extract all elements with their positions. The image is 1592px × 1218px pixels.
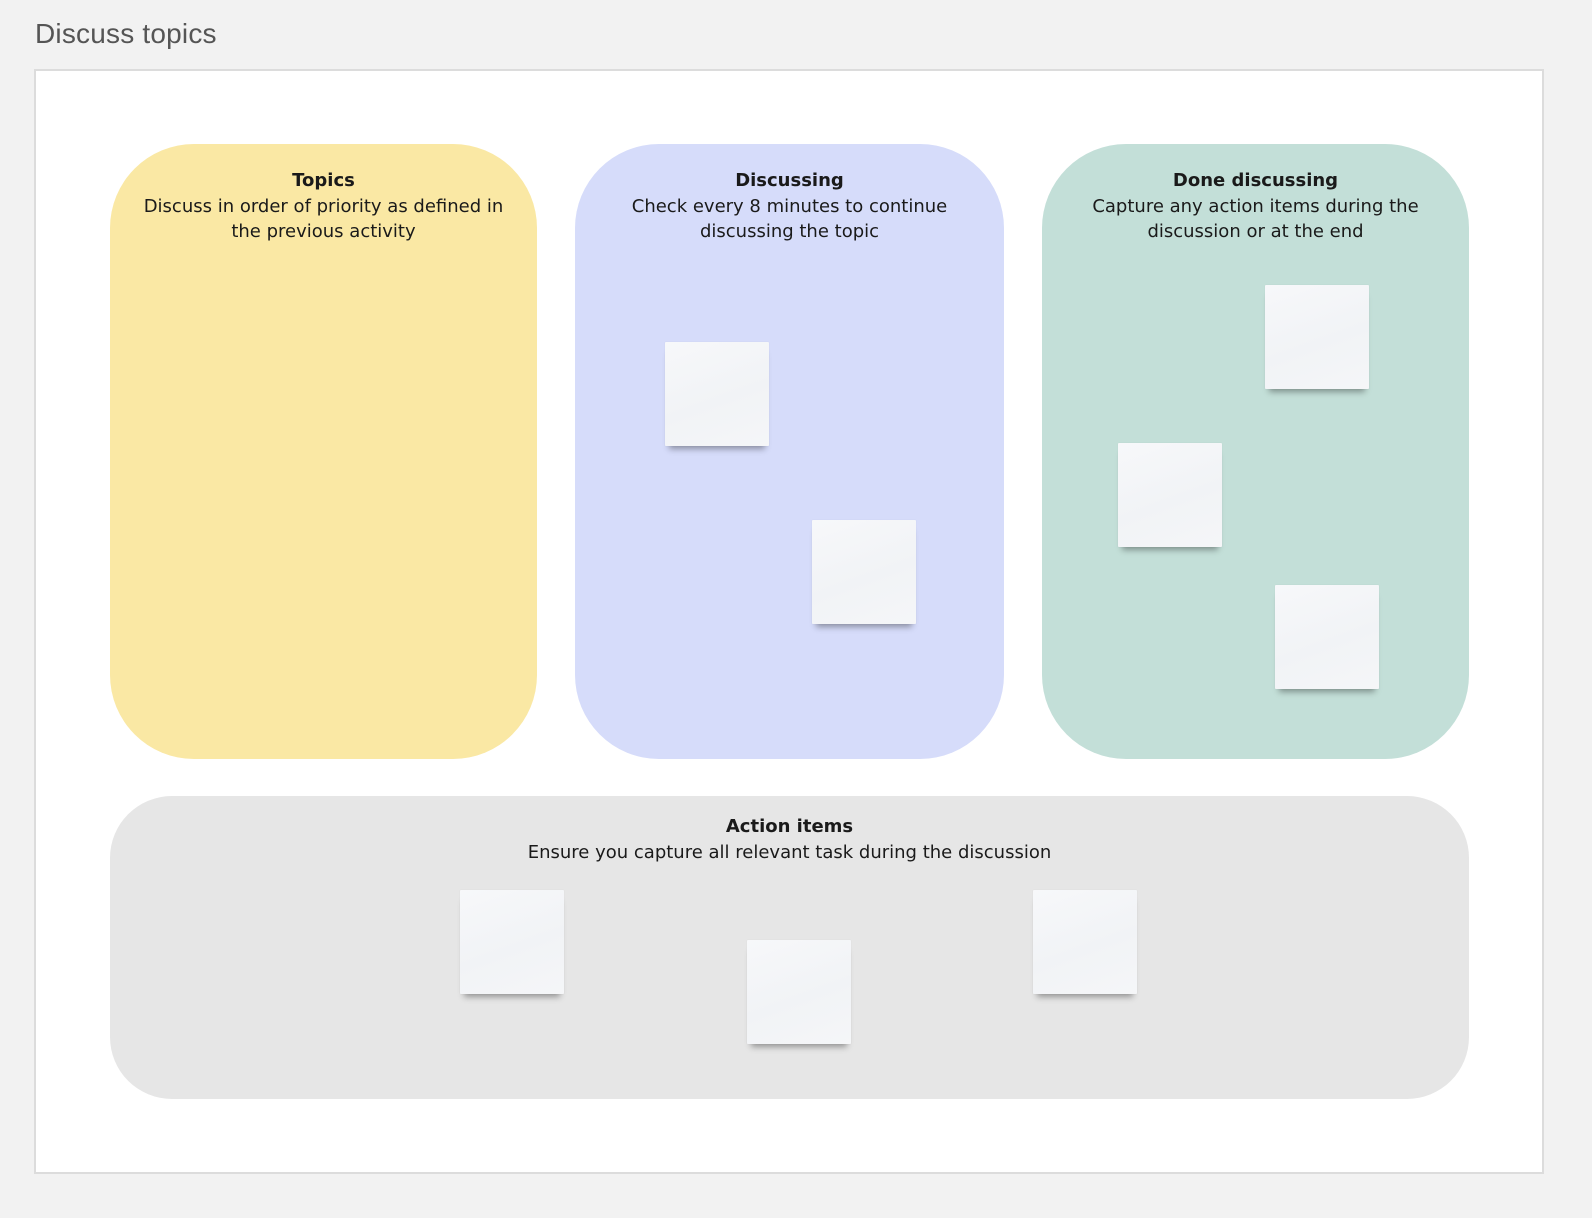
sticky-note[interactable] xyxy=(1275,585,1379,689)
zone-done-description: Capture any action items during the disc… xyxy=(1092,196,1419,242)
zone-discussing[interactable]: Discussing Check every 8 minutes to cont… xyxy=(575,144,1004,759)
sticky-note[interactable] xyxy=(1265,285,1369,389)
sticky-note[interactable] xyxy=(1033,890,1137,994)
zone-topics[interactable]: Topics Discuss in order of priority as d… xyxy=(110,144,537,759)
sticky-note[interactable] xyxy=(460,890,564,994)
sticky-note[interactable] xyxy=(812,520,916,624)
zone-discussing-description: Check every 8 minutes to continue discus… xyxy=(631,196,948,242)
board-title: Discuss topics xyxy=(35,18,217,49)
zone-topics-title: Topics xyxy=(292,170,355,191)
zone-actions-title: Action items xyxy=(725,816,854,837)
zone-done-discussing[interactable]: Done discussing Capture any action items… xyxy=(1042,144,1469,759)
zone-topics-description: Discuss in order of priority as defined … xyxy=(143,196,504,242)
zone-discussing-title: Discussing xyxy=(735,170,844,191)
zone-actions-description: Ensure you capture all relevant task dur… xyxy=(527,842,1052,863)
sticky-note[interactable] xyxy=(747,940,851,1044)
sticky-note[interactable] xyxy=(1118,443,1222,547)
zone-done-title: Done discussing xyxy=(1172,170,1339,191)
sticky-note[interactable] xyxy=(665,342,769,446)
